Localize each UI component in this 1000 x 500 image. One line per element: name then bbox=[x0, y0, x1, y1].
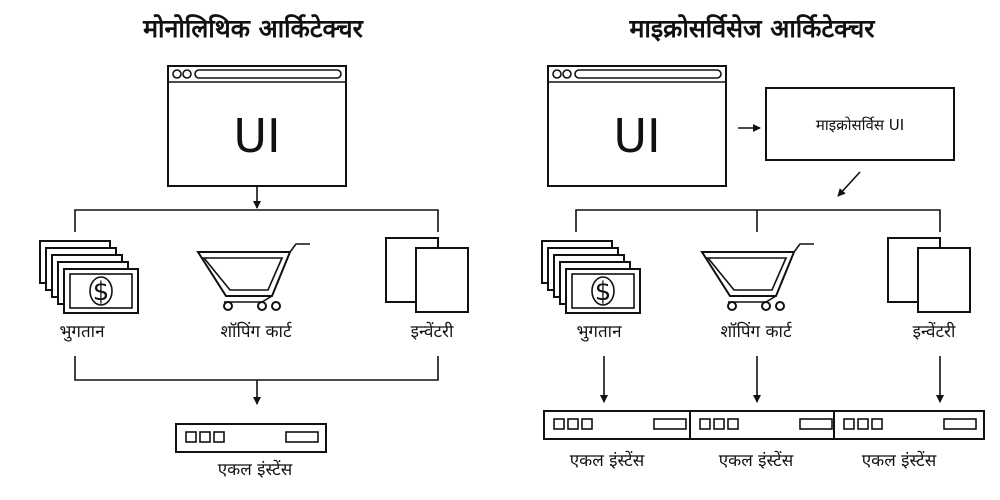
payment-label: भुगतान bbox=[59, 322, 105, 342]
shopping-cart-icon bbox=[197, 243, 311, 311]
microservices-panel: माइक्रोसर्विसेज आर्किटेक्चर UI माइक्रोसर… bbox=[541, 14, 985, 471]
dollar-sign: $ bbox=[93, 277, 110, 307]
instance-label-2: एकल इंस्टेंस bbox=[719, 450, 794, 471]
browser-window-icon: UI bbox=[167, 65, 347, 187]
instance-label-1: एकल इंस्टेंस bbox=[570, 450, 645, 471]
server-icon bbox=[689, 410, 841, 440]
components-top-bracket bbox=[74, 209, 439, 232]
money-stack-icon bbox=[541, 240, 641, 314]
microservice-ui-label: माइक्रोसर्विस UI bbox=[816, 116, 904, 134]
microservice-ui-to-components-arrow bbox=[837, 171, 861, 197]
server-icon bbox=[543, 410, 695, 440]
server-icon bbox=[833, 410, 985, 440]
inventory-label: इन्वेंटरी bbox=[913, 321, 956, 342]
microservices-title: माइक्रोसर्विसेज आर्किटेक्चर bbox=[628, 14, 876, 43]
monolith-ui-label: UI bbox=[233, 109, 280, 163]
cart-label: शॉपिंग कार्ट bbox=[220, 321, 292, 342]
monolith-panel: मोनोलिथिक आर्किटेक्चर UI $ भुगतान शॉपिंग… bbox=[39, 14, 469, 480]
payment-label: भुगतान bbox=[576, 322, 622, 342]
dollar-sign: $ bbox=[595, 277, 612, 307]
cart-label: शॉपिंग कार्ट bbox=[720, 321, 792, 342]
monolith-title: मोनोलिथिक आर्किटेक्चर bbox=[142, 14, 365, 43]
inventory-label: इन्वेंटरी bbox=[411, 321, 454, 342]
browser-window-icon: UI bbox=[547, 65, 727, 187]
components-top-bracket bbox=[575, 209, 941, 232]
documents-icon bbox=[887, 237, 971, 313]
instance-label-3: एकल इंस्टेंस bbox=[862, 450, 937, 471]
microservice-ui-box: माइक्रोसर्विस UI bbox=[765, 87, 955, 161]
microservices-ui-label: UI bbox=[613, 109, 660, 163]
monolith-instance-label: एकल इंस्टेंस bbox=[218, 459, 293, 480]
money-stack-icon bbox=[39, 240, 139, 314]
shopping-cart-icon bbox=[701, 243, 815, 311]
documents-icon bbox=[385, 237, 469, 313]
server-icon bbox=[175, 423, 327, 453]
components-bottom-bracket bbox=[74, 356, 439, 381]
